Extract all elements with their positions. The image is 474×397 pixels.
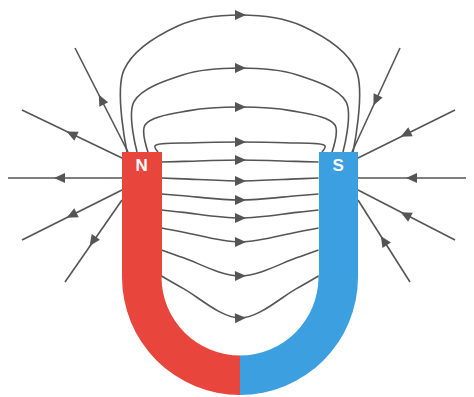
- pole-letter: N: [122, 152, 162, 176]
- arrowhead: [64, 208, 78, 222]
- field-line: [22, 110, 122, 158]
- arrowhead: [235, 313, 246, 323]
- field-line: [162, 250, 319, 276]
- field-line: [65, 200, 122, 282]
- field-line: [358, 200, 410, 282]
- field-line: [162, 276, 319, 318]
- north-pole: N: [122, 152, 162, 277]
- field-line: [144, 107, 337, 152]
- field-line: [22, 190, 122, 240]
- arrowhead: [235, 213, 246, 223]
- arrowhead: [377, 233, 391, 248]
- outer-field-arrows: [54, 92, 417, 248]
- outer-field-lines: [8, 48, 466, 282]
- arrowhead: [94, 92, 108, 106]
- field-line: [358, 110, 455, 158]
- field-line: [358, 190, 455, 240]
- arrowhead: [54, 173, 65, 183]
- pole-letter: S: [319, 152, 359, 176]
- magnet-north-bend: [122, 275, 240, 395]
- arrowhead: [235, 237, 246, 247]
- field-line: [131, 68, 348, 152]
- arrowhead: [398, 208, 412, 222]
- arrowhead: [235, 155, 246, 165]
- arrowhead: [398, 127, 412, 141]
- arrowhead: [85, 234, 99, 249]
- south-pole: S: [319, 152, 359, 277]
- arrowhead: [235, 63, 246, 73]
- field-line: [120, 15, 359, 152]
- magnet-south-bend: [240, 275, 358, 395]
- arrowhead: [235, 137, 246, 147]
- field-arrows: [235, 10, 246, 323]
- arrowhead: [235, 10, 246, 20]
- arrowhead: [406, 173, 417, 183]
- arrowhead: [235, 102, 246, 112]
- arrowhead: [235, 176, 246, 186]
- arrowhead: [235, 195, 246, 205]
- arrowhead: [64, 127, 78, 141]
- arrowhead: [369, 93, 383, 107]
- arrowhead: [235, 271, 246, 281]
